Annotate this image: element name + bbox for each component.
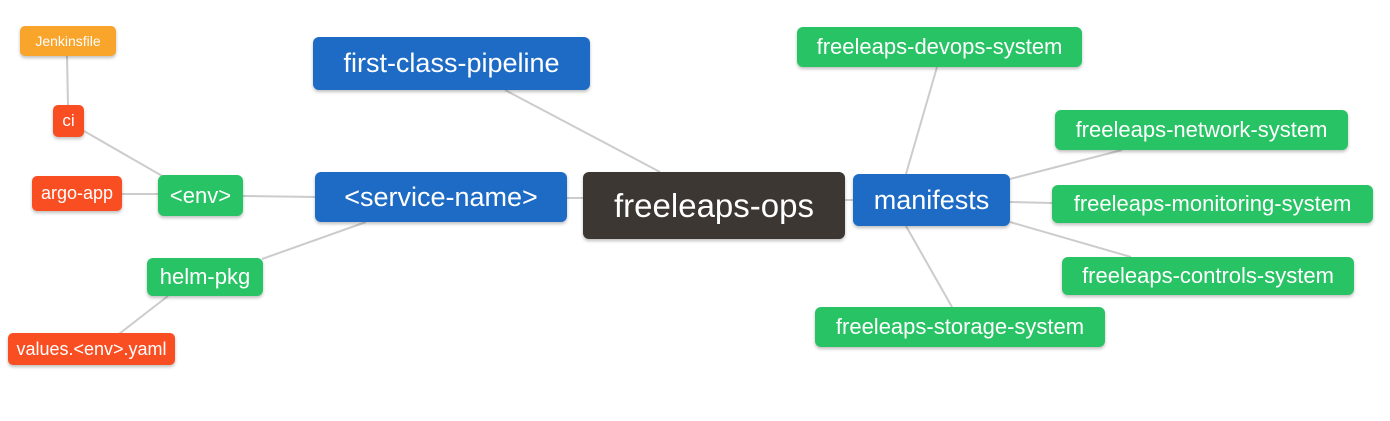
edge-manifests-controls-system bbox=[1009, 221, 1132, 258]
node-freeleaps-monitoring-system[interactable]: freeleaps-monitoring-system bbox=[1052, 185, 1373, 223]
edge-ops-first-class-pipeline bbox=[504, 89, 661, 173]
edge-helm-pkg-values bbox=[118, 295, 169, 335]
node-argo-app[interactable]: argo-app bbox=[32, 176, 122, 211]
node-first-class-pipeline[interactable]: first-class-pipeline bbox=[313, 37, 590, 90]
node-env[interactable]: <env> bbox=[158, 175, 243, 216]
node-values-env-yaml[interactable]: values.<env>.yaml bbox=[8, 333, 175, 365]
edge-ci-jenkinsfile bbox=[66, 55, 69, 106]
edge-manifests-network-system bbox=[1009, 149, 1123, 180]
edge-env-ci bbox=[83, 130, 165, 178]
node-ci[interactable]: ci bbox=[53, 105, 84, 137]
node-service-name[interactable]: <service-name> bbox=[315, 172, 567, 222]
edge-manifests-storage-system bbox=[905, 225, 953, 308]
edge-service-name-env bbox=[242, 195, 316, 198]
edge-service-name-helm-pkg bbox=[261, 221, 367, 260]
node-helm-pkg[interactable]: helm-pkg bbox=[147, 258, 263, 296]
edge-manifests-devops-system bbox=[905, 66, 938, 175]
node-freeleaps-network-system[interactable]: freeleaps-network-system bbox=[1055, 110, 1348, 150]
node-jenkinsfile[interactable]: Jenkinsfile bbox=[20, 26, 116, 56]
node-freeleaps-devops-system[interactable]: freeleaps-devops-system bbox=[797, 27, 1082, 67]
node-manifests[interactable]: manifests bbox=[853, 174, 1010, 226]
node-freeleaps-controls-system[interactable]: freeleaps-controls-system bbox=[1062, 257, 1354, 295]
node-freeleaps-ops[interactable]: freeleaps-ops bbox=[583, 172, 845, 239]
node-freeleaps-storage-system[interactable]: freeleaps-storage-system bbox=[815, 307, 1105, 347]
edge-manifests-monitoring-system bbox=[1009, 201, 1053, 204]
